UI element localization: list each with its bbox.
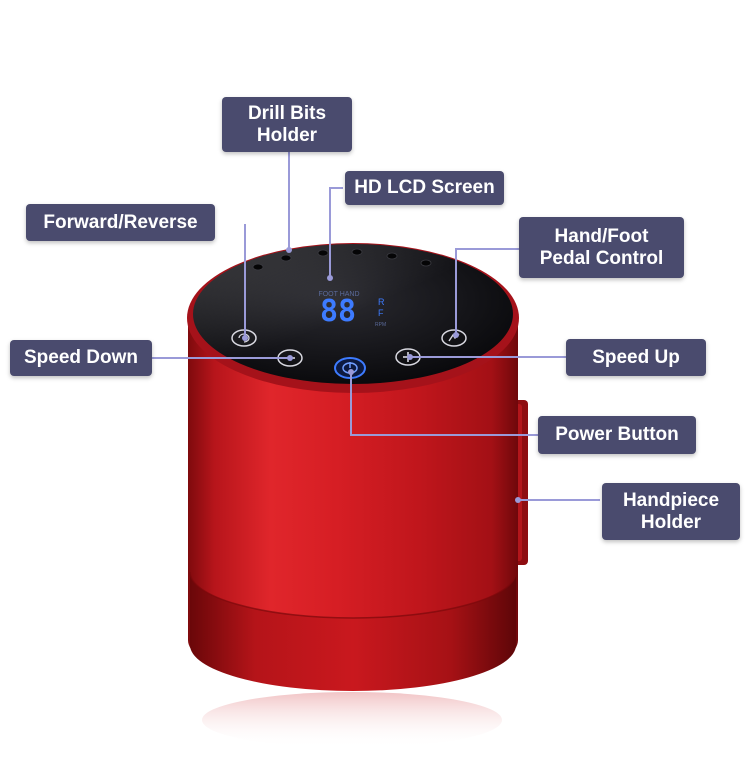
label-forward-reverse: Forward/Reverse bbox=[26, 204, 215, 241]
label-hd-lcd-screen: HD LCD Screen bbox=[345, 171, 504, 205]
lcd-unit: RPM bbox=[375, 322, 386, 328]
label-drill-bits-holder: Drill Bits Holder bbox=[222, 97, 352, 152]
leader-lines bbox=[152, 152, 600, 501]
lcd-screen: FOOT HAND 88 R F RPM bbox=[318, 291, 386, 329]
lcd-mode-text: FOOT HAND bbox=[318, 291, 359, 298]
label-handpiece-holder: Handpiece Holder bbox=[602, 483, 740, 540]
label-hand-foot-pedal-control: Hand/Foot Pedal Control bbox=[519, 217, 684, 278]
lcd-dir-r: R bbox=[378, 297, 385, 307]
lcd-digits: 88 bbox=[320, 294, 356, 329]
lcd-dir-f: F bbox=[378, 308, 384, 318]
label-speed-up: Speed Up bbox=[566, 339, 706, 376]
label-power-button: Power Button bbox=[538, 416, 696, 454]
label-speed-down: Speed Down bbox=[10, 340, 152, 376]
